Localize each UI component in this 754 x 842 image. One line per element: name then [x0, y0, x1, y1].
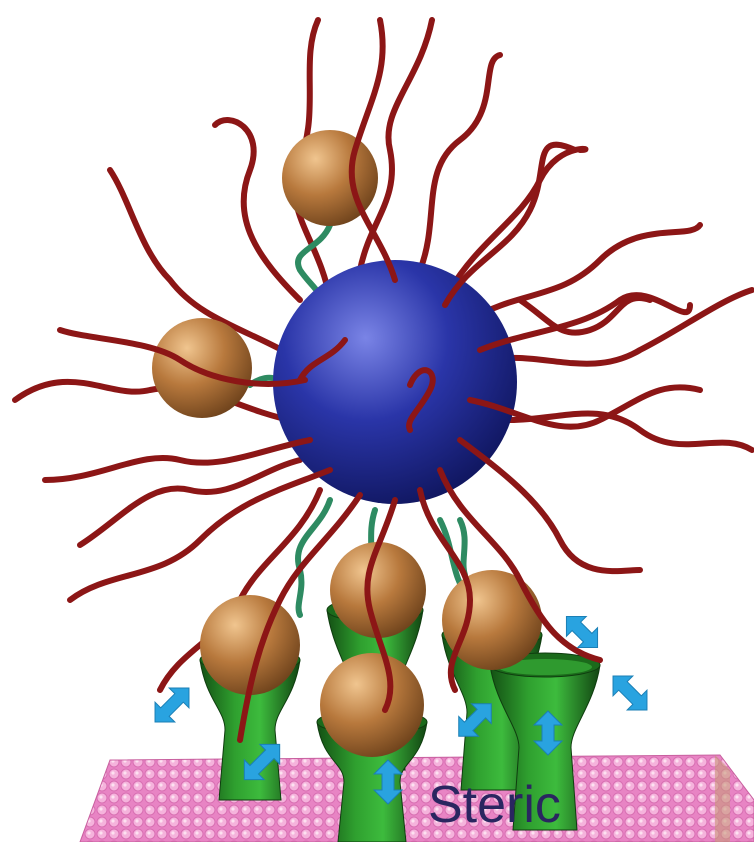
- polymer-chain: [420, 55, 500, 270]
- double-headed-arrow-icon: [145, 678, 199, 732]
- polymer-chain: [445, 145, 575, 305]
- polymer-chain: [80, 460, 300, 545]
- ligand-sphere: [330, 542, 426, 638]
- polymer-chain: [215, 120, 300, 300]
- ligand-sphere: [320, 653, 424, 757]
- cell-membrane: [80, 755, 754, 842]
- polymer-chain: [460, 440, 640, 571]
- double-headed-arrow-icon: [603, 666, 657, 720]
- polymer-chain: [520, 298, 650, 333]
- polymer-chain: [510, 413, 752, 450]
- double-headed-arrow-icon: [557, 607, 608, 658]
- ligand-sphere: [152, 318, 252, 418]
- steric-label: Steric: [428, 776, 561, 834]
- nanoparticle-core: [273, 260, 517, 504]
